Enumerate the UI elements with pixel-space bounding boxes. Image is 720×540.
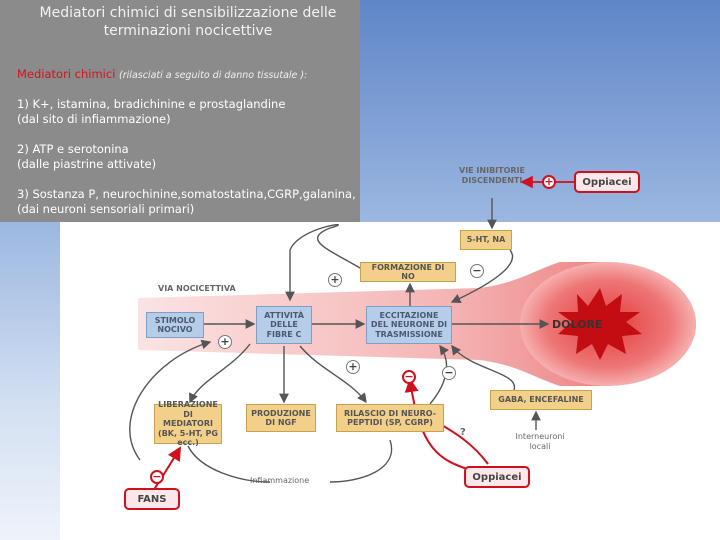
intro-line: Mediatori chimici (rilasciati a seguito … <box>17 67 307 83</box>
item-2-line2: (dalle piastrine attivate) <box>17 157 157 171</box>
sign-plus-oppiacei: + <box>542 175 556 189</box>
sign-plus-fibre: + <box>218 335 232 349</box>
box-liberazione: LIBERAZIONE DI MEDIATORI (BK, 5-HT, PG e… <box>154 400 222 447</box>
red-oppiacei-rilascio <box>404 378 471 471</box>
line-no-loop <box>285 223 361 302</box>
item-2-line1: 2) ATP e serotonina <box>17 142 129 156</box>
pain-starburst <box>558 288 642 360</box>
box-gaba: GABA, ENCEFALINE <box>490 390 592 410</box>
box-oppiacei-top: Oppiacei <box>574 171 640 193</box>
sign-plus-rilascio: + <box>346 360 360 374</box>
box-produzione-ngf: PRODUZIONE DI NGF <box>246 404 316 432</box>
sign-minus-no: − <box>470 264 484 278</box>
label-dolore: DOLORE <box>552 318 603 331</box>
intro-note: (rilasciati a seguito di danno tissutale… <box>119 70 308 81</box>
line-liberazione-loop <box>187 445 271 483</box>
item-3-line1: 3) Sostanza P, neurochinine,somatostatin… <box>17 187 356 201</box>
sign-minus-fans: − <box>150 470 164 484</box>
label-infiammazione: Infiammazione <box>250 476 310 485</box>
box-rilascio-neuropeptidi: RILASCIO DI NEURO-PEPTIDI (SP, CGRP) <box>336 404 444 432</box>
box-stimolo-nocivo: STIMOLO NOCIVO <box>146 312 204 338</box>
line-fibre-rilascio <box>299 345 367 404</box>
sign-minus-gaba-a: − <box>442 366 456 380</box>
line-inflammation-up <box>129 339 212 461</box>
label-via-nocicettiva: VIA NOCICETTIVA <box>158 284 236 293</box>
sign-minus-red: − <box>402 370 416 384</box>
box-attivita-fibre: ATTIVITÀ DELLE FIBRE C <box>256 306 312 344</box>
line-rilascio-loop <box>329 439 393 483</box>
slide-title: Mediatori chimici di sensibilizzazione d… <box>39 5 337 39</box>
line-fibre-liberazione <box>189 343 251 404</box>
box-fans: FANS <box>124 488 180 510</box>
label-question: ? <box>460 427 466 438</box>
box-formazione-no: FORMAZIONE DI NO <box>360 262 456 282</box>
label-vie-inibitorie: VIE INIBITORIE DISCENDENTI <box>459 166 525 185</box>
line-gaba-eccitazione <box>451 344 515 391</box>
item-3-line2: (dai neuroni sensoriali primari) <box>17 202 195 216</box>
item-1-line2: (dal sito di infiammazione) <box>17 112 171 126</box>
text-panel: Mediatori chimici di sensibilizzazione d… <box>0 0 360 222</box>
box-oppiacei-bottom: Oppiacei <box>464 466 530 488</box>
intro-head: Mediatori chimici <box>17 67 116 81</box>
box-eccitazione: ECCITAZIONE DEL NEURONE DI TRASMISSIONE <box>366 306 452 344</box>
sign-plus-no: + <box>328 273 342 287</box>
label-interneuroni: Interneuroni locali <box>515 432 565 451</box>
box-5ht-na: 5-HT, NA <box>460 230 512 250</box>
item-1-line1: 1) K+, istamina, bradichinine e prostagl… <box>17 97 286 111</box>
line-5ht-eccitazione <box>450 249 514 303</box>
